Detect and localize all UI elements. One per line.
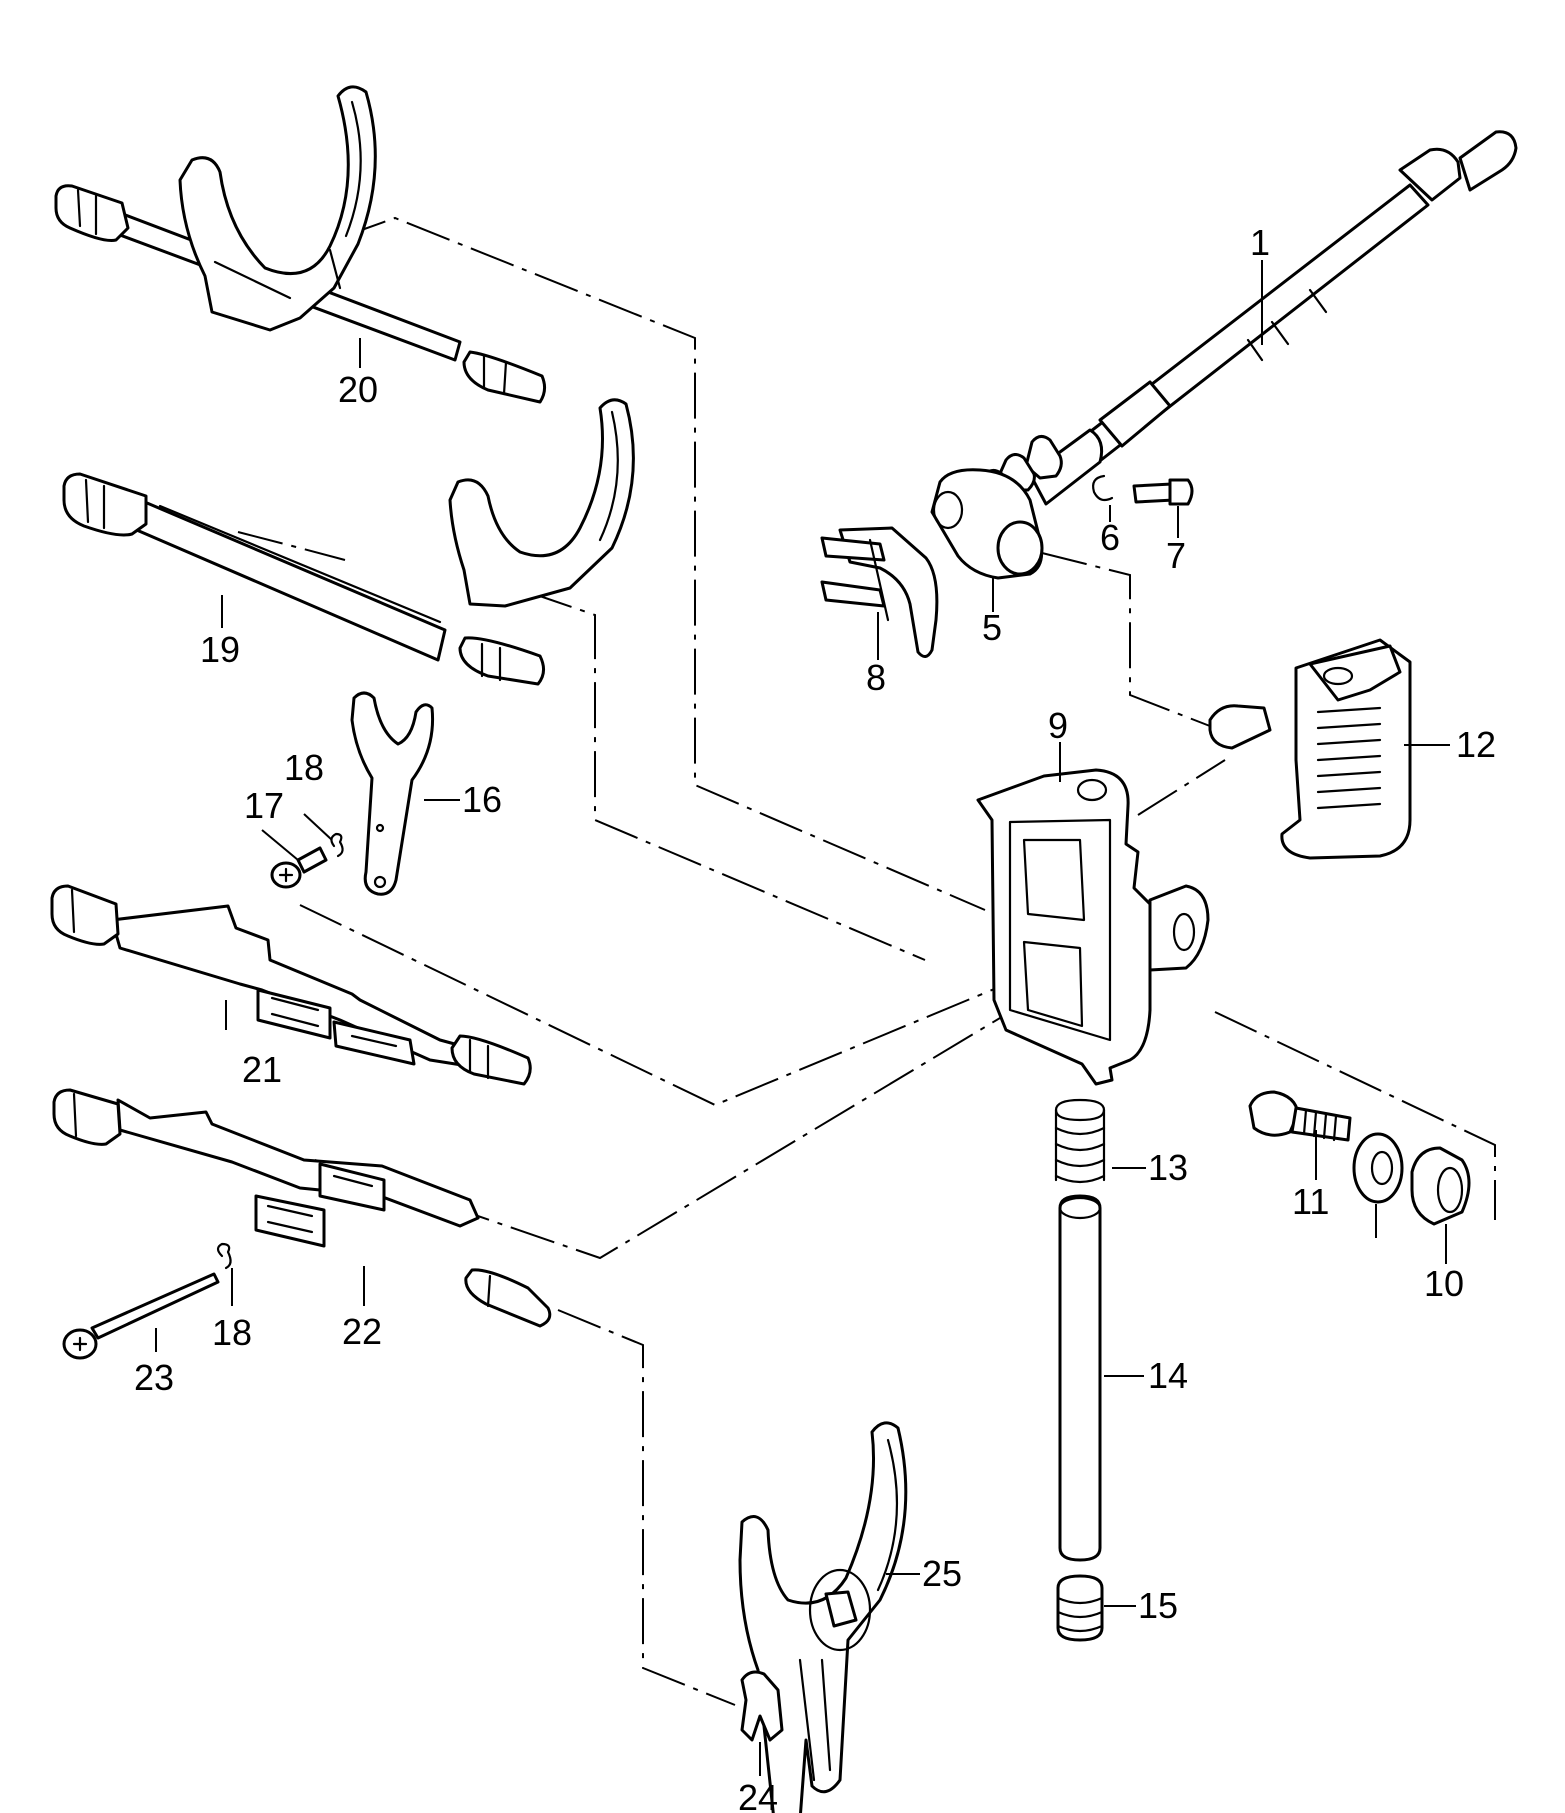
part-22-shift-rod xyxy=(52,1088,552,1328)
callout-6: 6 xyxy=(1100,517,1120,558)
callout-7: 7 xyxy=(1166,535,1186,576)
part-6-circlip xyxy=(1092,474,1114,502)
part-1-selector-shaft xyxy=(972,130,1518,506)
callout-20: 20 xyxy=(338,369,378,410)
callout-12: 12 xyxy=(1456,724,1496,765)
callout-9: 9 xyxy=(1048,705,1068,746)
callout-17: 17 xyxy=(244,785,284,826)
callout-23: 23 xyxy=(134,1357,174,1398)
part-7-bolt xyxy=(1132,478,1194,506)
part-16-selector-fork xyxy=(350,691,435,896)
part-15-threaded-plug xyxy=(1056,1574,1104,1642)
part-25-shift-fork xyxy=(738,1421,908,1813)
part-14-detent-pin xyxy=(1058,1194,1102,1562)
callout-14: 14 xyxy=(1148,1355,1188,1396)
callout-21: 21 xyxy=(242,1049,282,1090)
part-12-spring-housing xyxy=(1208,638,1412,860)
part-20-shift-rod-with-fork xyxy=(54,85,547,404)
part-18-circlip-lower xyxy=(216,1242,232,1270)
part-9-selector-housing xyxy=(976,768,1210,1086)
callout-15: 15 xyxy=(1138,1585,1178,1626)
callout-18-lower: 18 xyxy=(212,1312,252,1353)
callout-19: 19 xyxy=(200,629,240,670)
callout-22: 22 xyxy=(342,1311,382,1352)
part-24-retaining-clip xyxy=(740,1670,784,1742)
assembly-guide-lines xyxy=(237,216,1496,1706)
part-10-bushing xyxy=(1410,1146,1471,1226)
callout-24: 24 xyxy=(738,1777,778,1813)
part-washer xyxy=(1352,1132,1404,1204)
callout-10: 10 xyxy=(1424,1263,1464,1304)
part-5-selector-block xyxy=(930,468,1044,580)
part-13-spring xyxy=(1054,1098,1106,1184)
callout-25: 25 xyxy=(922,1553,962,1594)
callout-16: 16 xyxy=(462,779,502,820)
part-19-shift-rod-with-fork xyxy=(62,398,635,686)
callout-labels: 1 5 6 7 8 9 10 11 12 13 14 15 16 17 18 1… xyxy=(134,222,1496,1813)
part-8-locking-clip xyxy=(820,526,939,658)
part-21-shift-rod xyxy=(50,884,532,1086)
part-17-screw xyxy=(270,846,328,889)
callout-1: 1 xyxy=(1250,222,1270,263)
leader-lines xyxy=(155,260,1450,1776)
callout-13: 13 xyxy=(1148,1147,1188,1188)
part-11-hex-bolt xyxy=(1248,1090,1352,1142)
callout-18-upper: 18 xyxy=(284,747,324,788)
part-18-circlip-upper xyxy=(330,832,344,858)
callout-5: 5 xyxy=(982,607,1002,648)
callout-8: 8 xyxy=(866,657,886,698)
part-23-long-screw xyxy=(62,1272,220,1360)
callout-11: 11 xyxy=(1292,1181,1329,1222)
